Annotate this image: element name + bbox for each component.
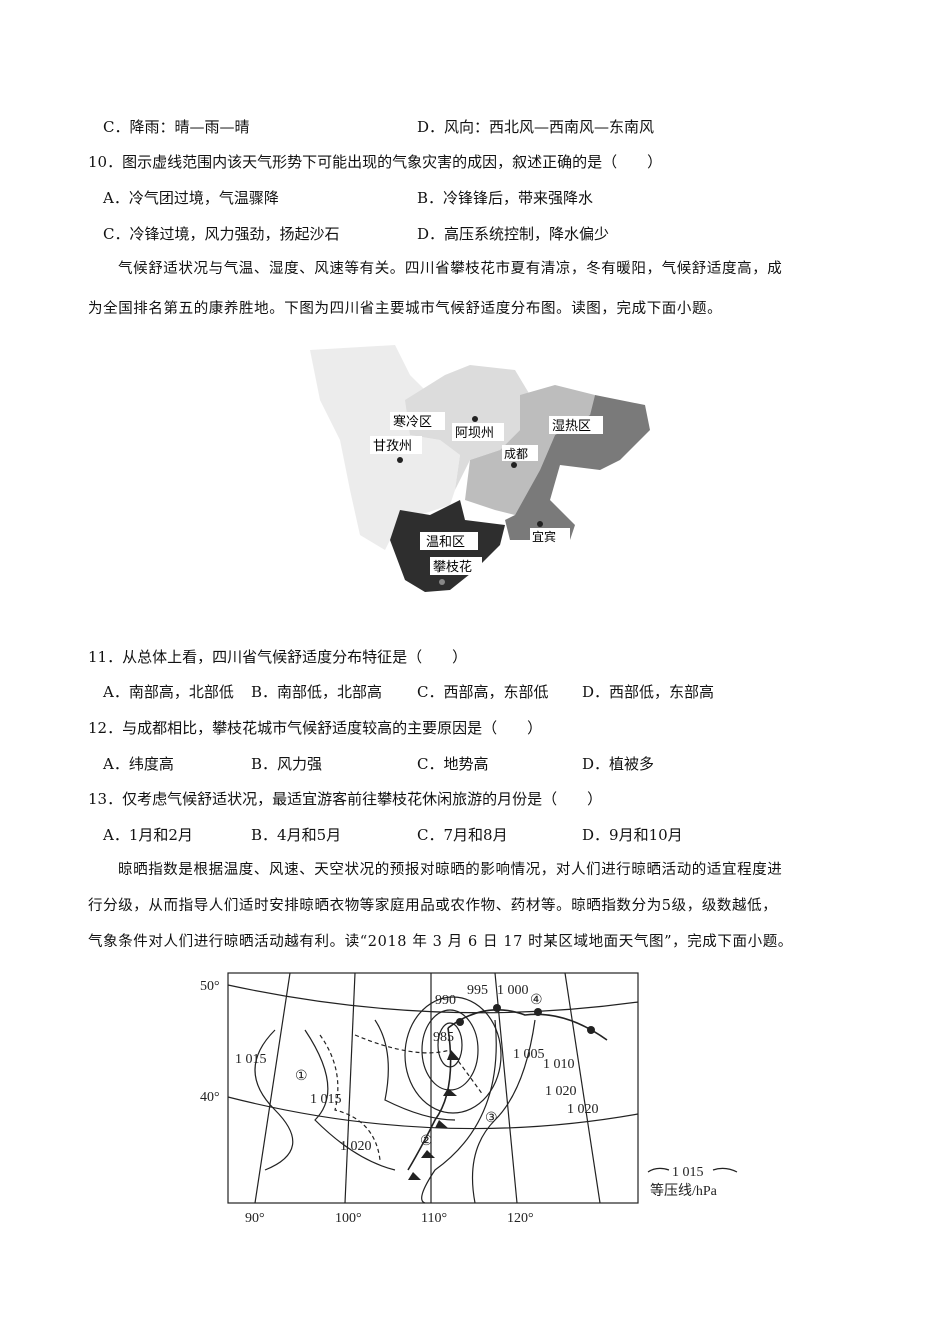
q9-option-c: C．降雨：晴—雨—晴: [103, 118, 250, 136]
lat-50-line: [227, 984, 639, 1014]
q13-option-c: C．7月和8月: [417, 826, 508, 844]
warm-front: [447, 1009, 608, 1041]
q11-stem: 11．从总体上看，四川省气候舒适度分布特征是（ ）: [88, 648, 468, 666]
label-yibin: 宜宾: [532, 529, 556, 544]
q13-stem: 13．仅考虑气候舒适状况，最适宜游客前往攀枝花休闲旅游的月份是（ ）: [88, 790, 603, 808]
isobar-label: 1 015: [310, 1092, 342, 1107]
q11-option-c: C．西部高，东部低: [417, 683, 549, 701]
marker-2: ②: [420, 1134, 433, 1149]
isobar-label: 985: [433, 1030, 454, 1045]
q10-stem: 10．图示虚线范围内该天气形势下可能出现的气象灾害的成因，叙述正确的是（ ）: [88, 153, 663, 171]
isobar-label: 1 010: [543, 1057, 575, 1072]
q12-option-a: A．纬度高: [103, 755, 174, 773]
q12-option-d: D．植被多: [582, 755, 655, 773]
isobar-label: 1 020: [567, 1102, 599, 1117]
q10-option-d: D．高压系统控制，降水偏少: [417, 225, 610, 243]
legend-isobar-left: [647, 1167, 670, 1173]
passage1-line2: 为全国排名第五的康养胜地。下图为四川省主要城市气候舒适度分布图。读图，完成下面小…: [88, 301, 723, 317]
label-mild-region: 温和区: [426, 535, 465, 550]
marker-1: ①: [295, 1069, 308, 1084]
isobar-label: 990: [435, 993, 456, 1008]
lat-label: 40°: [200, 1090, 220, 1105]
q9-option-d: D．风向：西北风—西南风—东南风: [417, 118, 655, 136]
q12-option-c: C．地势高: [417, 755, 489, 773]
q12-stem: 12．与成都相比，攀枝花城市气候舒适度较高的主要原因是（ ）: [88, 719, 543, 737]
isobar-label: 1 005: [513, 1047, 545, 1062]
label-panzhihua: 攀枝花: [433, 559, 472, 575]
marker-3: ③: [485, 1111, 498, 1126]
sichuan-comfort-map: 寒冷区 甘孜州 阿坝州 成都 湿热区 宜宾 温和区 攀枝花: [310, 345, 650, 592]
humid-region: [505, 395, 650, 540]
q11-option-a: A．南部高，北部低: [103, 683, 234, 701]
isobar-label: 995: [467, 983, 488, 998]
passage1-line1: 气候舒适状况与气温、湿度、风速等有关。四川省攀枝花市夏有清凉，冬有暖阳，气候舒适…: [118, 261, 783, 277]
q13-option-d: D．9月和10月: [582, 826, 683, 844]
lon-label: 120°: [507, 1211, 534, 1226]
isobar-label: 1 020: [340, 1139, 372, 1154]
lon-label: 110°: [421, 1211, 447, 1226]
q10-option-a: A．冷气团过境，气温骤降: [103, 189, 279, 207]
passage2-line3: 气象条件对人们进行晾晒活动越有利。读“2018 年 3 月 6 日 17 时某区…: [88, 934, 793, 950]
lon-label: 90°: [245, 1211, 265, 1226]
q11-option-d: D．西部低，东部高: [582, 683, 715, 701]
weather-map: 990 995 1 000 985 1 005 1 010 1 015 1 02…: [200, 972, 738, 1226]
passage2-line1: 晾晒指数是根据温度、风速、天空状况的预报对晾晒的影响情况，对人们进行晾晒活动的适…: [118, 862, 783, 878]
q12-option-b: B．风力强: [251, 755, 323, 773]
label-aba: 阿坝州: [455, 426, 494, 441]
isobar-label: 1 020: [545, 1084, 577, 1099]
legend-label: 等压线/hPa: [650, 1182, 718, 1199]
marker-4: ④: [530, 993, 543, 1008]
lat-label: 50°: [200, 979, 220, 994]
q10-option-b: B．冷锋锋后，带来强降水: [417, 189, 594, 207]
q13-option-b: B．4月和5月: [251, 826, 342, 844]
passage2-line2: 行分级，从而指导人们适时安排晾晒衣物等家庭用品或农作物、药材等。晾晒指数分为5级…: [88, 898, 778, 914]
label-chengdu: 成都: [504, 447, 528, 461]
isobar-label: 1 015: [235, 1052, 267, 1067]
isobar-label: 1 000: [497, 983, 529, 998]
q13-option-a: A．1月和2月: [103, 826, 193, 844]
q10-option-c: C．冷锋过境，风力强劲，扬起沙石: [103, 225, 340, 243]
label-ganzi: 甘孜州: [373, 439, 412, 454]
lat-40-line: [227, 1096, 639, 1130]
legend-value: 1 015: [672, 1165, 704, 1180]
lon-label: 100°: [335, 1211, 362, 1226]
legend-isobar-right: [712, 1167, 738, 1173]
label-cold-region: 寒冷区: [393, 414, 432, 430]
q11-option-b: B．南部低，北部高: [251, 683, 383, 701]
label-humid-region: 湿热区: [552, 419, 591, 434]
